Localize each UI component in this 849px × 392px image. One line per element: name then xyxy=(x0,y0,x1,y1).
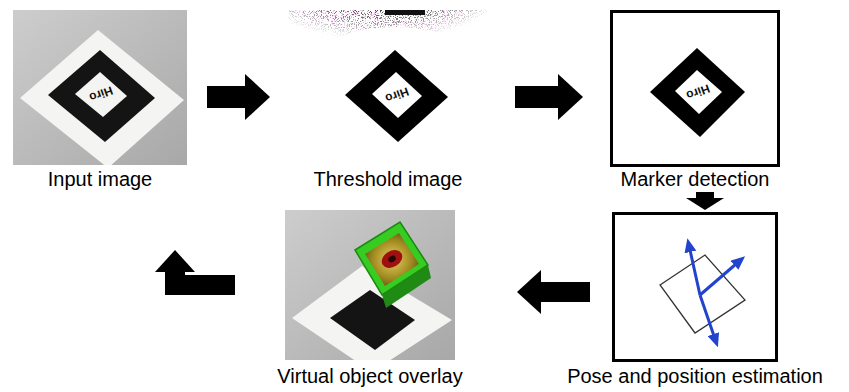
input-photo xyxy=(13,10,187,165)
image-panel: Pose and position estimation xyxy=(612,212,778,362)
marker-text: Hiro xyxy=(384,85,411,104)
block-arrow xyxy=(175,272,235,285)
image-panel: Threshold image xyxy=(288,10,488,165)
panel-caption: Virtual object overlay xyxy=(277,366,462,386)
panel-caption: Input image xyxy=(48,169,153,189)
threshold-picture xyxy=(288,10,488,165)
marker-text: Hiro xyxy=(685,82,712,101)
marker-text: Hiro xyxy=(88,84,115,103)
detection-picture xyxy=(612,12,779,166)
block-arrow xyxy=(541,282,590,302)
block-arrow xyxy=(515,86,558,108)
image-panel: Virtual object overlay xyxy=(285,210,455,360)
overlay-photo xyxy=(285,210,455,360)
panel-caption: Pose and position estimation xyxy=(567,366,823,386)
block-arrow xyxy=(207,86,245,108)
block-arrow xyxy=(696,192,714,198)
panel-caption: Threshold image xyxy=(314,169,463,189)
panel-caption: Marker detection xyxy=(621,169,770,189)
pose-picture xyxy=(614,214,777,361)
